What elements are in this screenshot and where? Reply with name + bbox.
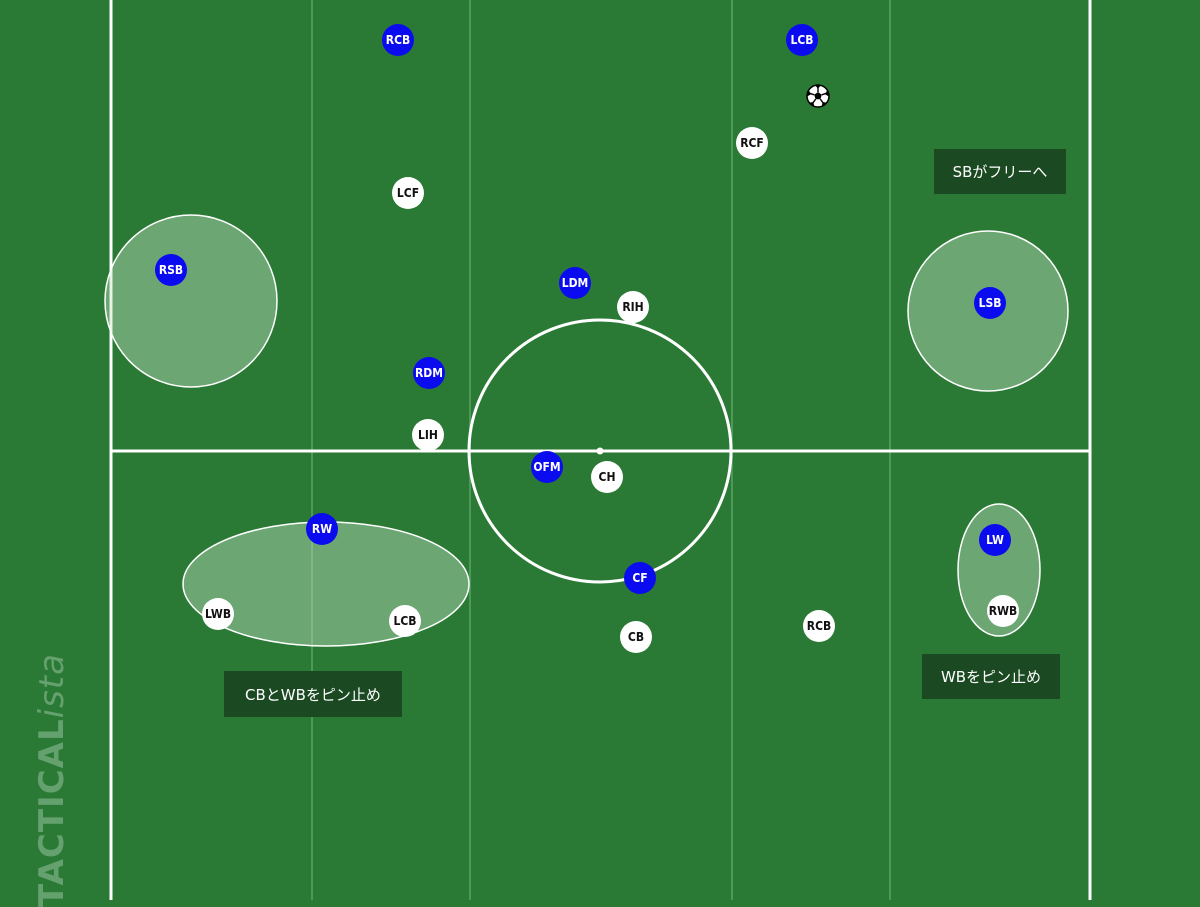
player-label: OFM [533,460,560,474]
player-white-rcf[interactable]: RCF [736,127,768,159]
player-label: RWB [989,604,1017,618]
center-circle [467,318,733,584]
watermark-logo: TACTICALista [32,653,72,907]
player-white-rih[interactable]: RIH [617,291,649,323]
player-blue-rcb[interactable]: RCB [382,24,414,56]
zone-rsb [104,214,278,388]
center-spot [596,447,604,455]
player-label: RDM [415,366,443,380]
player-white-lcf[interactable]: LCF [392,177,424,209]
player-white-lcb[interactable]: LCB [389,605,421,637]
player-label: LWB [205,607,231,621]
callout-wb-pin: WBをピン止め [922,654,1060,699]
player-blue-rw[interactable]: RW [306,513,338,545]
player-blue-ofm[interactable]: OFM [531,451,563,483]
player-label: RSB [159,263,183,277]
player-label: LCF [397,186,419,200]
player-blue-lcb[interactable]: LCB [786,24,818,56]
player-white-ch[interactable]: CH [591,461,623,493]
player-label: CF [632,571,647,585]
player-label: LW [986,533,1004,547]
player-label: LSB [979,296,1002,310]
player-blue-rdm[interactable]: RDM [413,357,445,389]
player-white-rcb[interactable]: RCB [803,610,835,642]
player-label: RCB [386,33,410,47]
zone-wb [957,503,1041,637]
player-label: CB [628,630,644,644]
player-label: LDM [562,276,589,290]
callout-sb-free: SBがフリーへ [934,149,1066,194]
player-white-lwb[interactable]: LWB [202,598,234,630]
player-white-cb[interactable]: CB [620,621,652,653]
player-label: RW [312,522,332,536]
player-white-lih[interactable]: LIH [412,419,444,451]
player-blue-cf[interactable]: CF [624,562,656,594]
player-blue-lw[interactable]: LW [979,524,1011,556]
player-label: RCB [807,619,831,633]
player-label: RCF [740,136,764,150]
player-label: LCB [393,614,416,628]
player-label: CH [599,470,616,484]
watermark-italic: ista [32,653,72,719]
player-blue-ldm[interactable]: LDM [559,267,591,299]
player-label: RIH [622,300,643,314]
player-label: LCB [790,33,813,47]
player-label: LIH [418,428,438,442]
player-blue-rsb[interactable]: RSB [155,254,187,286]
soccer-ball-icon [806,84,830,108]
player-blue-lsb[interactable]: LSB [974,287,1006,319]
callout-cb-wb-pin: CBとWBをピン止め [224,671,402,717]
player-white-rwb[interactable]: RWB [987,595,1019,627]
watermark-bold: TACTICAL [32,718,72,907]
